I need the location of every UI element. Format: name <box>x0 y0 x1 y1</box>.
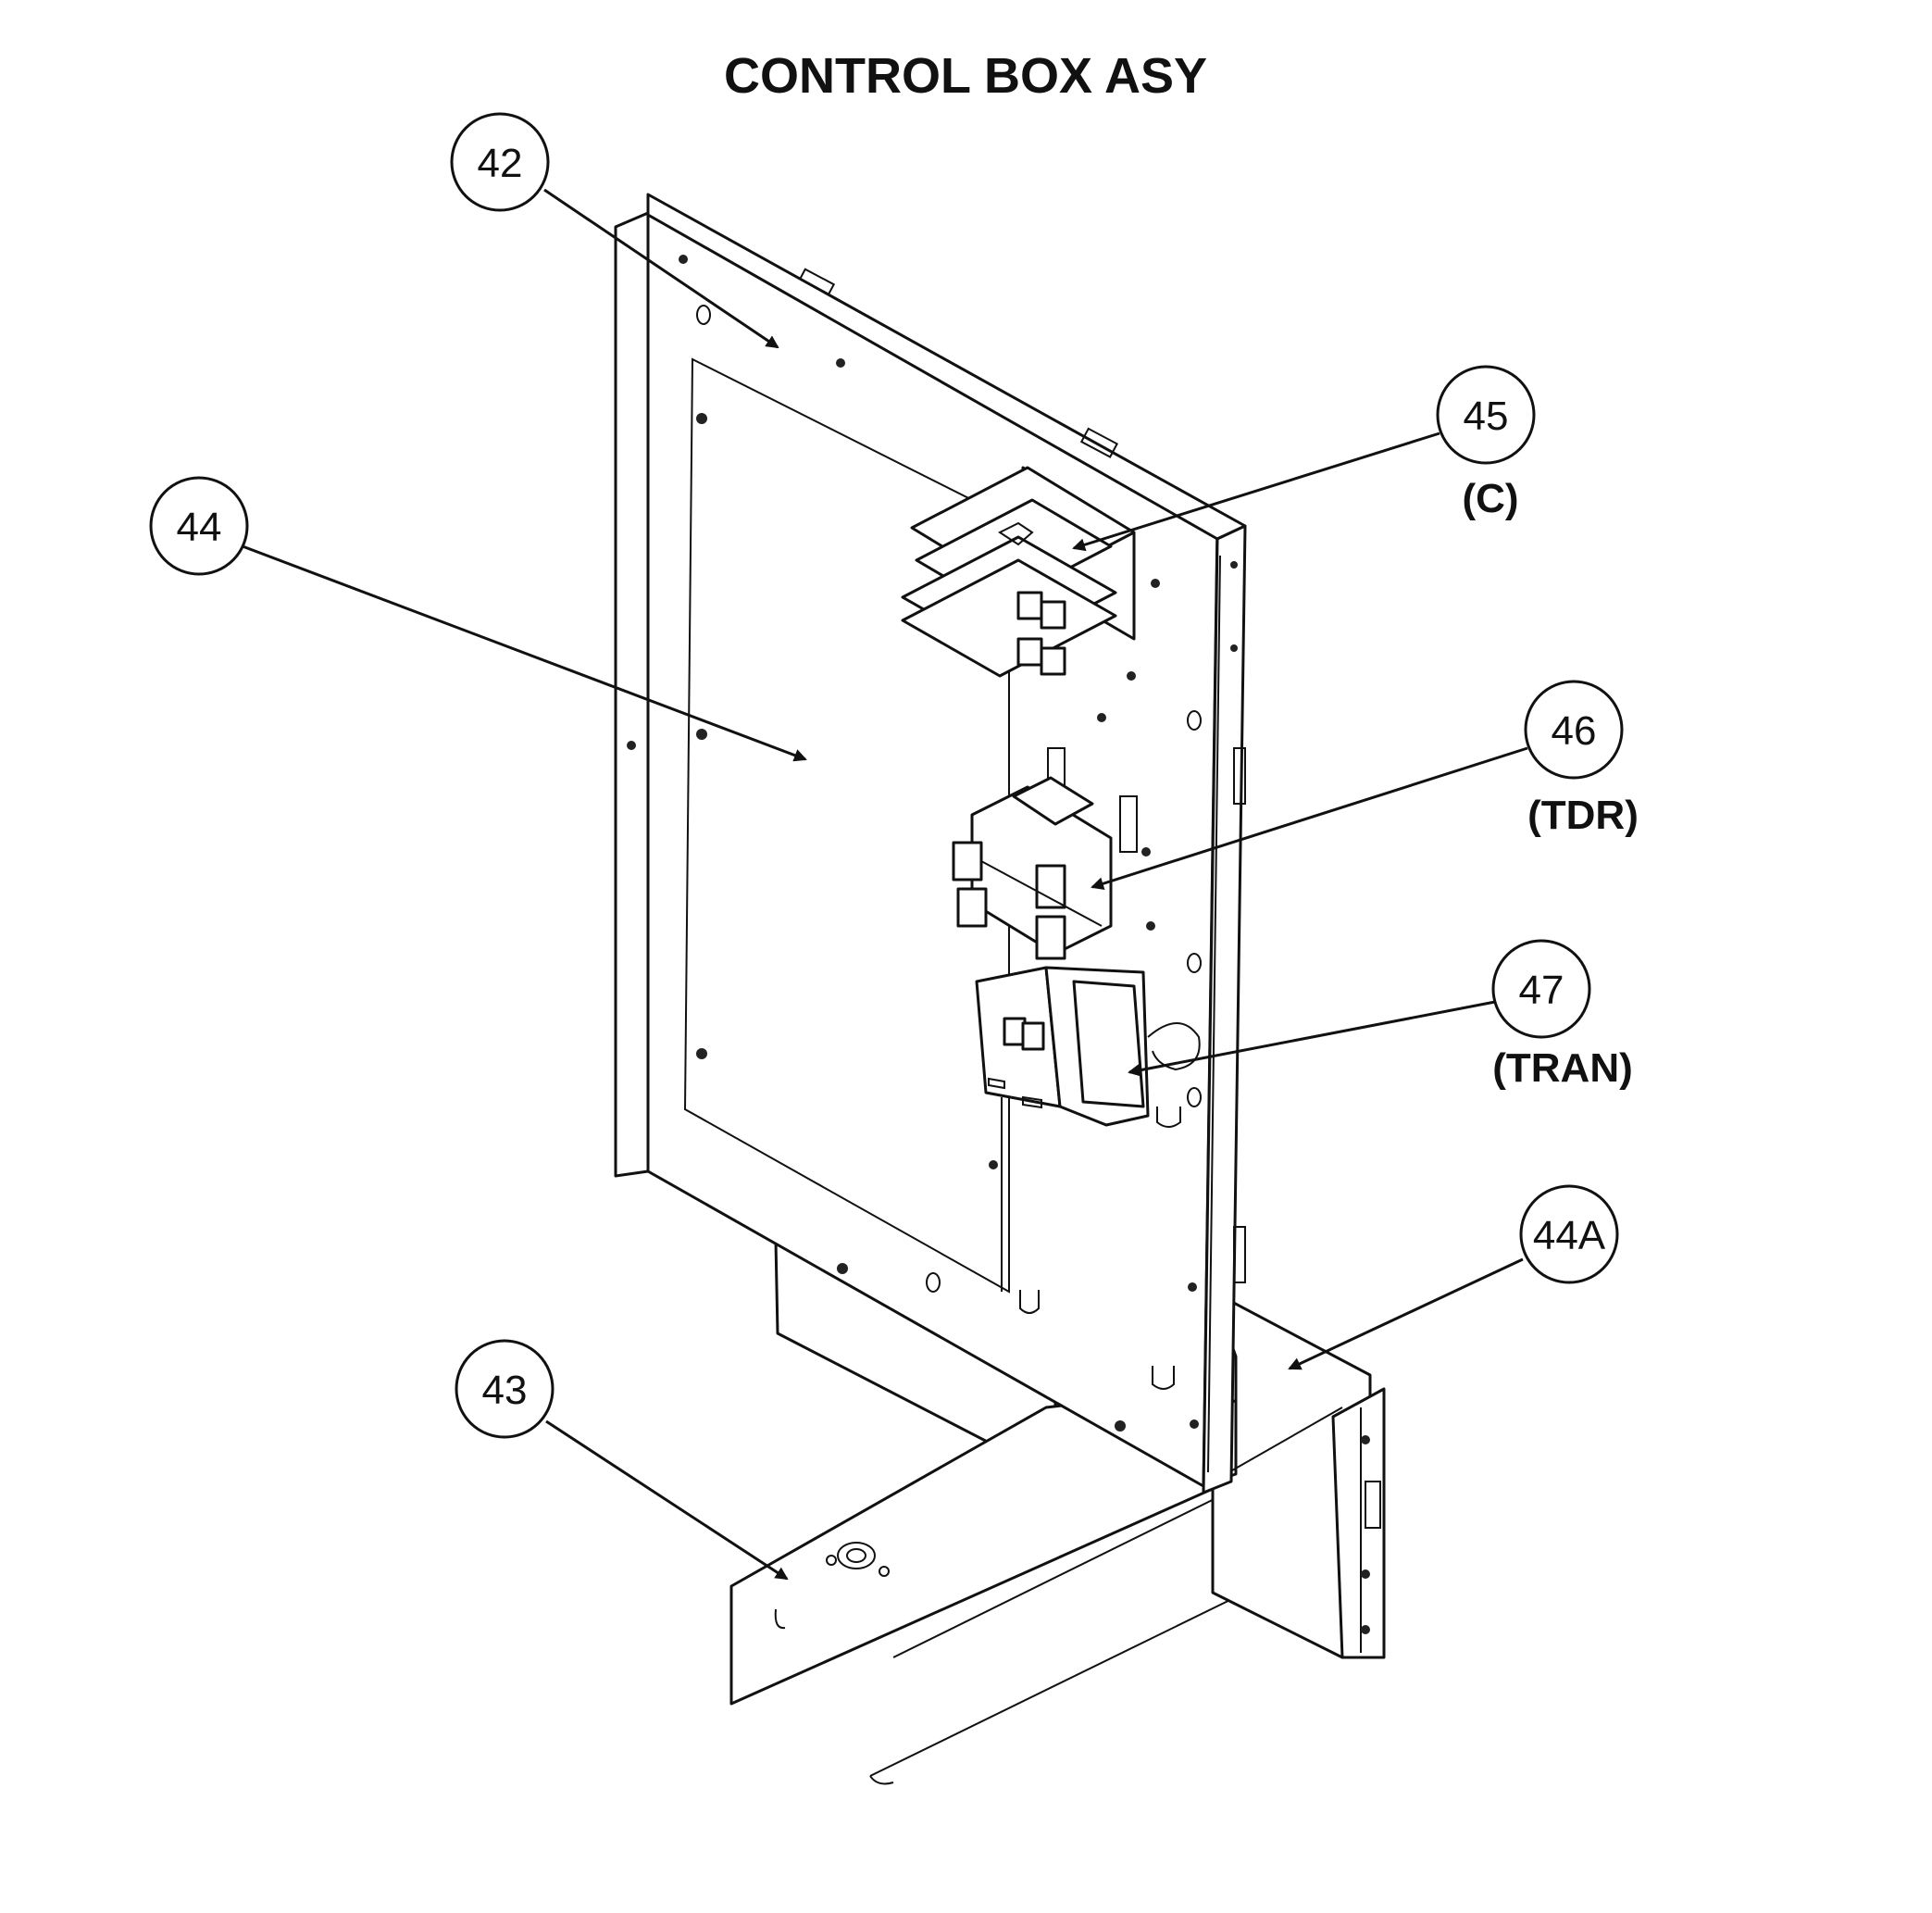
callout-45-label: 45 <box>1464 394 1509 439</box>
base-plate-43 <box>729 1387 1252 1785</box>
callout-46: 46 (TDR) <box>1091 680 1639 891</box>
diagram-title: CONTROL BOX ASY <box>724 48 1207 104</box>
relay-46 <box>952 747 1138 960</box>
callout-44-label: 44 <box>177 505 222 550</box>
callout-47-label: 47 <box>1519 968 1564 1013</box>
callout-45-sublabel: (C) <box>1462 476 1518 521</box>
callout-44: 44 <box>149 476 807 762</box>
callout-43: 43 <box>455 1339 789 1581</box>
callout-46-label: 46 <box>1552 708 1597 754</box>
callout-43-label: 43 <box>482 1368 528 1413</box>
callout-44a-label: 44A <box>1533 1213 1606 1258</box>
callout-42: 42 <box>450 112 779 349</box>
callout-47: 47 (TRAN) <box>1128 939 1633 1091</box>
callout-45: 45 (C) <box>1072 365 1536 552</box>
transformer-47 <box>975 966 1201 1292</box>
side-bracket-44a <box>1211 1290 1386 1659</box>
callout-47-sublabel: (TRAN) <box>1492 1045 1633 1091</box>
callout-46-sublabel: (TDR) <box>1527 793 1639 838</box>
callout-42-label: 42 <box>478 141 523 186</box>
main-panel-44 <box>614 193 1247 1494</box>
contactor-45 <box>901 466 1136 678</box>
callout-44a: 44A <box>1288 1184 1619 1370</box>
assembly-drawing <box>614 193 1386 1785</box>
